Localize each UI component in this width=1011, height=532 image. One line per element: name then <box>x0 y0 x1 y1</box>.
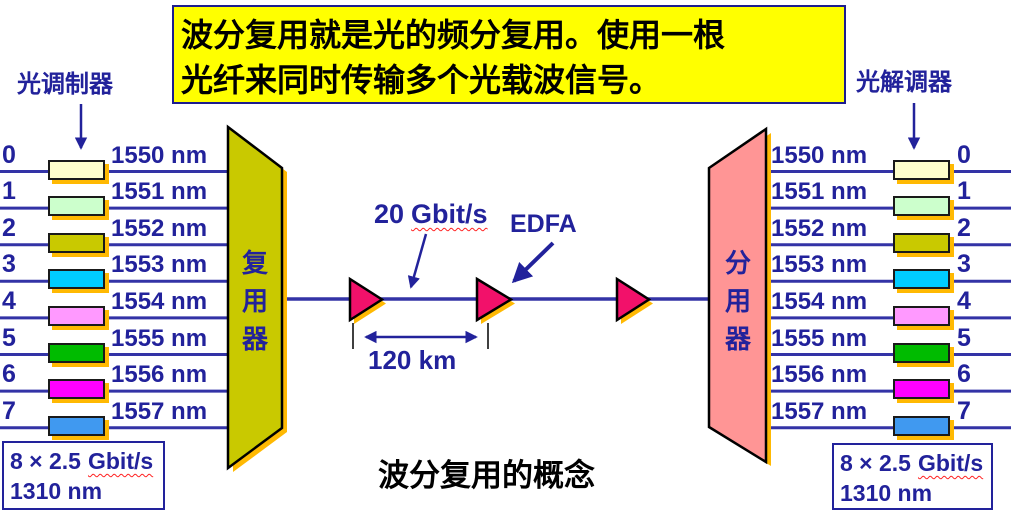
right-wavelength-label: 1557 nm <box>771 397 868 425</box>
left-channel-number: 2 <box>2 213 16 242</box>
banner-line-2: 光纤来同时传输多个光载波信号。 <box>181 61 662 99</box>
demux-label: 分 用 器 <box>724 249 751 355</box>
right-wavelength-label: 1553 nm <box>771 251 868 279</box>
left-modulator-box <box>48 232 105 253</box>
left-modulator-box <box>48 415 105 436</box>
rate-pointer-arrow <box>407 233 428 289</box>
edfa-amplifier-icon <box>475 276 515 324</box>
right-demodulator-box <box>893 232 950 253</box>
right-wavelength-label: 1555 nm <box>771 324 868 352</box>
left-io-wavelength: 1310 nm <box>10 478 103 504</box>
right-demodulator-box <box>893 196 950 217</box>
right-channel-number: 6 <box>957 360 971 389</box>
edfa-pointer-arrow <box>511 241 555 284</box>
left-wavelength-label: 1556 nm <box>111 361 208 389</box>
right-wavelength-label: 1552 nm <box>771 214 868 242</box>
right-io-rate-prefix: 8 × 2.5 <box>840 450 911 476</box>
left-wavelength-label: 1550 nm <box>111 141 208 169</box>
right-wavelength-label: 1550 nm <box>771 141 868 169</box>
left-modulator-box <box>48 196 105 217</box>
left-modulator-box <box>48 159 105 180</box>
left-channel-number: 4 <box>2 286 16 315</box>
edfa-amplifier-icon <box>615 276 653 324</box>
right-demodulator-box <box>893 415 950 436</box>
optical-demodulator-label: 光解调器 <box>856 68 952 96</box>
left-channel-number: 1 <box>2 177 16 206</box>
left-channel-number: 7 <box>2 396 16 425</box>
channel-wires <box>0 170 1011 430</box>
right-io-rate-unit: Gbit/s <box>917 450 984 476</box>
banner-line-1: 波分复用就是光的频分复用。使用一根 <box>181 16 726 54</box>
left-wavelength-label: 1551 nm <box>111 178 208 206</box>
left-io-rate-unit: Gbit/s <box>87 448 154 474</box>
right-channel-number: 3 <box>957 250 971 279</box>
left-modulator-box <box>48 342 105 363</box>
span-length-label: 120 km <box>368 345 457 375</box>
left-channel-number: 6 <box>2 360 16 389</box>
right-channel-number: 1 <box>957 177 971 206</box>
rate-unit: Gbit/s <box>411 199 488 229</box>
right-channel-number: 0 <box>957 140 971 169</box>
mux-trapezoid <box>226 124 284 471</box>
left-modulator-box <box>48 305 105 326</box>
left-channel-number: 5 <box>2 323 16 352</box>
right-io-wavelength: 1310 nm <box>840 480 933 506</box>
left-modulator-box <box>48 379 105 400</box>
left-io-rate-prefix: 8 × 2.5 <box>10 448 81 474</box>
left-wavelength-label: 1555 nm <box>111 324 208 352</box>
caption-title: 波分复用的概念 <box>378 458 595 494</box>
right-demodulator-box <box>893 305 950 326</box>
right-wavelength-label: 1551 nm <box>771 178 868 206</box>
right-demodulator-box <box>893 159 950 180</box>
left-wavelength-label: 1553 nm <box>111 251 208 279</box>
right-demodulator-box <box>893 379 950 400</box>
mux-label: 复 用 器 <box>241 249 268 355</box>
right-channel-number: 2 <box>957 213 971 242</box>
edfa-label: EDFA <box>510 210 577 238</box>
amp-triangle <box>615 276 652 323</box>
rate-value: 20 <box>374 199 405 229</box>
amp-triangle <box>475 276 514 323</box>
left-modulator-box <box>48 269 105 290</box>
right-wavelength-label: 1556 nm <box>771 361 868 389</box>
optical-modulator-label: 光调制器 <box>17 70 113 98</box>
left-channel-number: 0 <box>2 140 16 169</box>
left-wavelength-label: 1552 nm <box>111 214 208 242</box>
right-channel-number: 4 <box>957 286 971 315</box>
amp-triangle <box>348 276 385 323</box>
right-channel-number: 7 <box>957 396 971 425</box>
right-wavelength-label: 1554 nm <box>771 287 868 315</box>
demux-trapezoid <box>707 126 768 465</box>
right-demodulator-box <box>893 342 950 363</box>
left-channel-number: 3 <box>2 250 16 279</box>
right-demodulator-box <box>893 269 950 290</box>
right-channel-number: 5 <box>957 323 971 352</box>
left-wavelength-label: 1557 nm <box>111 397 208 425</box>
banner: 波分复用就是光的频分复用。使用一根 光纤来同时传输多个光载波信号。 <box>172 5 846 104</box>
left-wavelength-label: 1554 nm <box>111 287 208 315</box>
edfa-amplifier-icon <box>348 276 386 324</box>
